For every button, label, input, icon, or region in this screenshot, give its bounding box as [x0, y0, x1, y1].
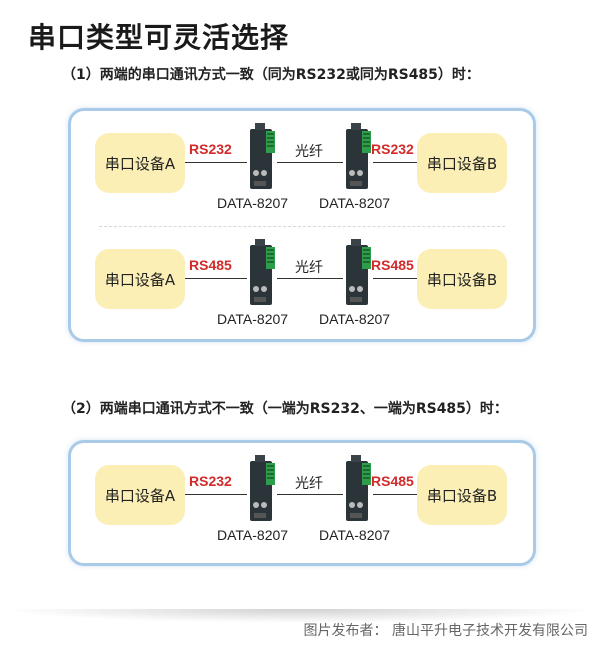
fiber-cable	[277, 162, 343, 163]
serial-device-a: 串口设备A	[95, 133, 185, 193]
right-protocol-label: RS485	[371, 257, 414, 273]
serial-device-b: 串口设备B	[417, 249, 507, 309]
converter-model-right: DATA-8207	[319, 527, 391, 543]
serial-device-a: 串口设备A	[95, 465, 185, 525]
converter-icon	[346, 455, 371, 521]
serial-device-b: 串口设备B	[417, 465, 507, 525]
page-title: 串口类型可灵活选择	[28, 21, 290, 54]
serial-cable	[185, 278, 247, 279]
serial-device-b: 串口设备B	[417, 133, 507, 193]
converter-model-left: DATA-8207	[217, 195, 289, 211]
section-1-panel: 串口设备A RS232 光纤 RS232 串口设备B DATA-8207 DAT…	[68, 108, 536, 342]
section-2-panel: 串口设备A RS232 光纤 RS485 串口设备B DATA-8207 DAT…	[68, 440, 536, 566]
section-1-label: （1）两端的串口通讯方式一致（同为RS232或同为RS485）时：	[62, 67, 480, 83]
converter-model-right: DATA-8207	[319, 195, 391, 211]
left-protocol-label: RS485	[189, 257, 232, 273]
footer-shadow-divider	[0, 609, 600, 623]
converter-icon	[346, 123, 371, 189]
converter-icon	[250, 455, 275, 521]
left-protocol-label: RS232	[189, 141, 232, 157]
fiber-cable	[277, 494, 343, 495]
serial-cable	[373, 162, 417, 163]
connection-row: 串口设备A RS232 光纤 RS485 串口设备B DATA-8207 DAT…	[71, 455, 533, 545]
converter-icon	[346, 239, 371, 305]
serial-cable	[185, 162, 247, 163]
converter-model-left: DATA-8207	[217, 311, 289, 327]
connection-row: 串口设备A RS485 光纤 RS485 串口设备B DATA-8207 DAT…	[71, 239, 533, 329]
publisher-credit: 图片发布者： 唐山平升电子技术开发有限公司	[303, 623, 588, 639]
converter-model-left: DATA-8207	[217, 527, 289, 543]
fiber-label: 光纤	[295, 144, 323, 160]
fiber-label: 光纤	[295, 260, 323, 276]
section-2-label: （2）两端串口通讯方式不一致（一端为RS232、一端为RS485）时：	[62, 401, 508, 417]
right-protocol-label: RS232	[371, 141, 414, 157]
serial-cable	[373, 494, 417, 495]
converter-icon	[250, 123, 275, 189]
right-protocol-label: RS485	[371, 473, 414, 489]
serial-cable	[373, 278, 417, 279]
converter-model-right: DATA-8207	[319, 311, 391, 327]
serial-device-a: 串口设备A	[95, 249, 185, 309]
converter-icon	[250, 239, 275, 305]
row-divider	[99, 226, 505, 227]
fiber-label: 光纤	[295, 476, 323, 492]
fiber-cable	[277, 278, 343, 279]
connection-row: 串口设备A RS232 光纤 RS232 串口设备B DATA-8207 DAT…	[71, 123, 533, 213]
left-protocol-label: RS232	[189, 473, 232, 489]
serial-cable	[185, 494, 247, 495]
